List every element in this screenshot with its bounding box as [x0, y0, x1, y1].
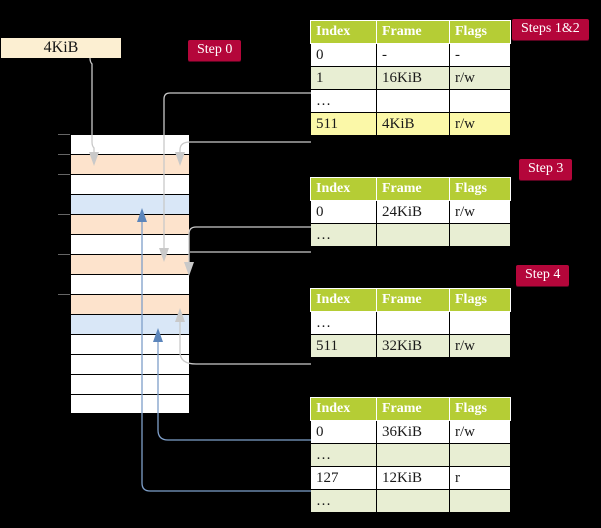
table-pd: Index Frame Flags … 511 32KiB r/w — [310, 288, 511, 358]
memory-frame-13 — [70, 394, 190, 414]
column-header-index: Index — [310, 177, 377, 201]
badge-step-3: Step 3 — [519, 159, 573, 180]
table-header-row: Index Frame Flags — [310, 20, 511, 44]
memory-frame-11 — [70, 354, 190, 374]
frame-tick-6 — [58, 254, 70, 255]
badge-step-0: Step 0 — [188, 40, 242, 61]
cell-flags: - — [449, 43, 511, 67]
column-header-index: Index — [310, 397, 377, 421]
cell-flags: r/w — [449, 66, 511, 90]
memory-frame-12 — [70, 374, 190, 394]
badge-step-4: Step 4 — [516, 265, 570, 286]
cell-flags: r/w — [449, 334, 511, 358]
table-pdp: Index Frame Flags 0 24KiB r/w … — [310, 177, 511, 247]
memory-frame-10 — [70, 334, 190, 354]
column-header-index: Index — [310, 20, 377, 44]
cell-frame: - — [376, 43, 450, 67]
table-header-row: Index Frame Flags — [310, 288, 511, 312]
cell-frame — [376, 223, 450, 247]
cell-index: 1 — [310, 66, 377, 90]
memory-frame-8 — [70, 294, 190, 314]
frame-tick-8 — [58, 294, 70, 295]
cell-index: 0 — [310, 420, 377, 444]
cell-index: 511 — [310, 334, 377, 358]
table-row: 511 4KiB r/w — [310, 112, 511, 136]
cell-index: … — [310, 223, 377, 247]
memory-frame-1 — [70, 154, 190, 174]
cell-flags — [449, 311, 511, 335]
table-row: 0 24KiB r/w — [310, 200, 511, 224]
memory-frame-2 — [70, 174, 190, 194]
frame-tick-4 — [58, 214, 70, 215]
cell-flags — [449, 443, 511, 467]
table-row: … — [310, 443, 511, 467]
table-row: … — [310, 223, 511, 247]
table-row: 511 32KiB r/w — [310, 334, 511, 358]
column-header-flags: Flags — [449, 177, 511, 201]
cell-index: 0 — [310, 43, 377, 67]
table-pt: Index Frame Flags 0 36KiB r/w … 127 12Ki… — [310, 397, 511, 513]
memory-frame-5 — [70, 234, 190, 254]
table-row: … — [310, 89, 511, 113]
table-row: 0 36KiB r/w — [310, 420, 511, 444]
cell-index: … — [310, 489, 377, 513]
cell-flags — [449, 223, 511, 247]
cell-index: … — [310, 443, 377, 467]
cell-flags: r/w — [449, 420, 511, 444]
cell-frame: 32KiB — [376, 334, 450, 358]
cell-frame: 4KiB — [376, 112, 450, 136]
cell-frame — [376, 311, 450, 335]
table-row: 0 - - — [310, 43, 511, 67]
column-header-flags: Flags — [449, 288, 511, 312]
column-header-frame: Frame — [376, 20, 450, 44]
memory-frame-3 — [70, 194, 190, 214]
physical-memory-column — [70, 134, 190, 414]
memory-frame-9 — [70, 314, 190, 334]
frame-tick-0 — [58, 134, 70, 135]
table-header-row: Index Frame Flags — [310, 397, 511, 421]
cell-flags: r/w — [449, 112, 511, 136]
cell-index: … — [310, 89, 377, 113]
frame-tick-2 — [58, 174, 70, 175]
badge-steps-1-2: Steps 1&2 — [512, 19, 589, 40]
frame-tick-1 — [58, 154, 70, 155]
cell-frame — [376, 89, 450, 113]
column-header-flags: Flags — [449, 397, 511, 421]
cell-index: 127 — [310, 466, 377, 490]
cell-frame: 16KiB — [376, 66, 450, 90]
table-row: 127 12KiB r — [310, 466, 511, 490]
cell-frame — [376, 489, 450, 513]
table-pml4: Index Frame Flags 0 - - 1 16KiB r/w … — [310, 20, 511, 136]
cell-frame — [376, 443, 450, 467]
table-row: … — [310, 489, 511, 513]
cell-index: 0 — [310, 200, 377, 224]
column-header-flags: Flags — [449, 20, 511, 44]
memory-frame-4 — [70, 214, 190, 234]
memory-frame-7 — [70, 274, 190, 294]
cell-index: … — [310, 311, 377, 335]
table-header-row: Index Frame Flags — [310, 177, 511, 201]
cell-frame: 12KiB — [376, 466, 450, 490]
cell-flags — [449, 489, 511, 513]
column-header-frame: Frame — [376, 177, 450, 201]
cell-flags — [449, 89, 511, 113]
cell-flags: r/w — [449, 200, 511, 224]
table-row: … — [310, 311, 511, 335]
column-header-frame: Frame — [376, 288, 450, 312]
cell-frame: 36KiB — [376, 420, 450, 444]
column-header-index: Index — [310, 288, 377, 312]
frame-size-label: 4KiB — [1, 38, 121, 58]
cell-flags: r — [449, 466, 511, 490]
memory-frame-6 — [70, 254, 190, 274]
cell-index: 511 — [310, 112, 377, 136]
table-row: 1 16KiB r/w — [310, 66, 511, 90]
memory-frame-0 — [70, 134, 190, 154]
column-header-frame: Frame — [376, 397, 450, 421]
cell-frame: 24KiB — [376, 200, 450, 224]
